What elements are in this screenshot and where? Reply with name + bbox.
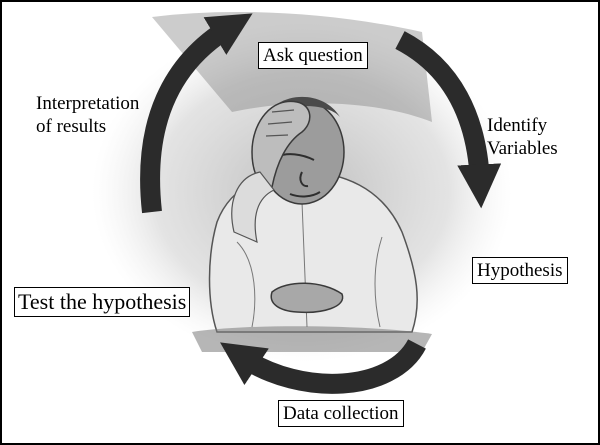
identify-variables-label: Identify Variables (483, 114, 591, 160)
arrow-collection-to-test (220, 338, 426, 394)
hypothesis-label: Hypothesis (472, 257, 568, 284)
data-collection-label: Data collection (278, 400, 404, 427)
arrow-test-to-ask (140, 13, 253, 214)
test-hypothesis-text: Test the hypothesis (18, 289, 187, 314)
ask-question-text: Ask question (263, 45, 363, 66)
data-collection-text: Data collection (283, 403, 399, 424)
identify-line-2: Variables (487, 138, 558, 159)
pensive-man-figure (192, 96, 432, 352)
test-hypothesis-label: Test the hypothesis (14, 287, 191, 317)
interpretation-line-2: of results (36, 116, 107, 137)
hypothesis-text: Hypothesis (477, 260, 563, 281)
arrow-ask-to-identify (395, 31, 502, 209)
ask-question-label: Ask question (258, 42, 368, 69)
identify-line-1: Identify (487, 115, 548, 136)
interpretation-line-1: Interpretation (36, 93, 140, 114)
interpretation-label: Interpretation of results (32, 92, 180, 138)
